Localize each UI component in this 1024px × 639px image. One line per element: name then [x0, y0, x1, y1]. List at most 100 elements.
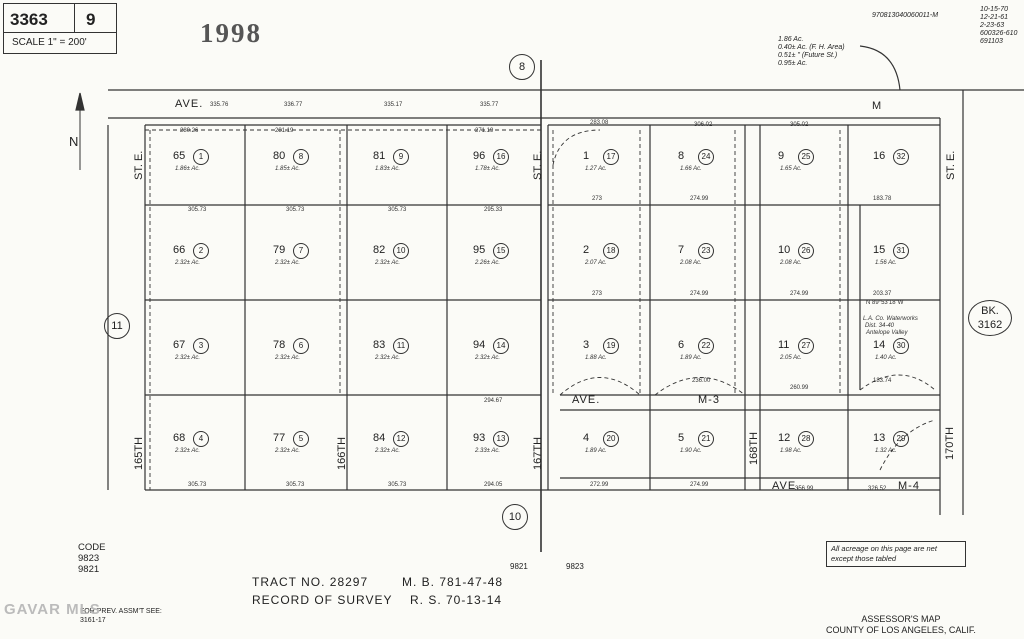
dimension-label: 274.99	[690, 482, 709, 488]
parcel-circle-number: 28	[798, 431, 814, 447]
parcel-number: 95	[473, 244, 486, 256]
street-label-st-e-right: ST. E.	[945, 150, 957, 180]
street-label-ave-m3: AVE.	[572, 394, 601, 406]
parcel-circle-number: 13	[493, 431, 509, 447]
parcel-number: 77	[273, 432, 286, 444]
dimension-label: 305.73	[188, 482, 207, 488]
parcel-number: 8	[678, 150, 685, 162]
parcel-circle-number: 31	[893, 243, 909, 259]
parcel-circle-number: 29	[893, 431, 909, 447]
parcel-number: 80	[273, 150, 286, 162]
parcel-number: 9	[778, 150, 785, 162]
street-label-st-e-left: ST. E.	[133, 150, 145, 180]
dimension-label: 305.73	[286, 207, 305, 213]
dimension-label: 335.76	[210, 102, 229, 108]
street-label-st-e-mid: ST. E.	[532, 150, 544, 180]
parcel-number: 13	[873, 432, 886, 444]
dimension-label: 336.77	[284, 102, 303, 108]
code-9821-label: 9821	[510, 562, 528, 571]
area-notes: 1.86 Ac. 0.40± Ac. (F. H. Area) 0.51± " …	[778, 36, 845, 67]
parcel-circle-number: 22	[698, 338, 714, 354]
parcel-acreage: 1.88 Ac.	[585, 355, 607, 361]
dimension-label: 326.52	[868, 486, 887, 492]
parcel-circle-number: 1	[193, 149, 209, 165]
parcel-circle-number: 11	[393, 338, 409, 354]
revision-stamp: 970813040060011-M	[872, 12, 939, 19]
dimension-label: 356.99	[795, 486, 814, 492]
parcel-number: 65	[173, 150, 186, 162]
dimension-label: 305.73	[188, 207, 207, 213]
dimension-label: 281.19	[275, 128, 294, 134]
parcel-circle-number: 6	[293, 338, 309, 354]
dimension-label: 294.05	[484, 482, 503, 488]
parcel-number: 94	[473, 339, 486, 351]
street-label-m3: M-3	[698, 394, 720, 406]
parcel-number: 15	[873, 244, 886, 256]
record-of-survey: RECORD OF SURVEY	[252, 593, 393, 607]
dimension-label: 260.99	[790, 385, 809, 391]
header-divider	[74, 4, 76, 32]
parcel-circle-number: 26	[798, 243, 814, 259]
parcel-number: 79	[273, 244, 286, 256]
dimension-label: 274.99	[690, 196, 709, 202]
street-label-170th: 170TH	[944, 426, 956, 460]
parcel-circle-number: 21	[698, 431, 714, 447]
map-ref-circle: 11	[104, 313, 130, 339]
parcel-acreage: 2.32± Ac.	[275, 355, 301, 361]
dimension-label: 274.99	[790, 291, 809, 297]
parcel-circle-number: 5	[293, 431, 309, 447]
parcel-circle-number: 20	[603, 431, 619, 447]
tract-number: TRACT NO. 28297	[252, 575, 369, 589]
dimension-label: 305.73	[388, 207, 407, 213]
dimension-label: 294.67	[484, 398, 503, 404]
parcel-acreage: 2.07 Ac.	[585, 260, 607, 266]
street-label-168th: 168TH	[748, 431, 760, 465]
parcel-acreage: 1.85± Ac.	[275, 166, 301, 172]
valley-label: Antelope Valley	[866, 330, 908, 336]
parcel-number: 4	[583, 432, 590, 444]
parcel-acreage: 1.86± Ac.	[175, 166, 201, 172]
parcel-acreage: 1.83± Ac.	[375, 166, 401, 172]
dimension-label: 305.73	[388, 482, 407, 488]
parcel-acreage: 2.32± Ac.	[275, 448, 301, 454]
parcel-number: 84	[373, 432, 386, 444]
assessor-footer: ASSESSOR'S MAP COUNTY OF LOS ANGELES, CA…	[826, 614, 976, 635]
acreage-note: All acreage on this page are net except …	[826, 541, 966, 567]
parcel-circle-number: 15	[493, 243, 509, 259]
waterworks-label: L.A. Co. Waterworks	[863, 316, 918, 322]
parcel-acreage: 1.66 Ac.	[680, 166, 702, 172]
parcel-number: 7	[678, 244, 685, 256]
parcel-number: 96	[473, 150, 486, 162]
header-divider	[4, 32, 116, 34]
parcel-number: 5	[678, 432, 685, 444]
dimension-label: 236.00	[692, 378, 711, 384]
parcel-number: 1	[583, 150, 590, 162]
street-label-ave-m: M	[872, 100, 883, 112]
map-ref-circle: 8	[509, 54, 535, 80]
parcel-acreage: 2.32± Ac.	[175, 355, 201, 361]
dimension-label: 335.17	[384, 102, 403, 108]
parcel-acreage: 1.56 Ac.	[875, 260, 897, 266]
parcel-acreage: 1.65 Ac.	[780, 166, 802, 172]
parcel-acreage: 1.90 Ac.	[680, 448, 702, 454]
parcel-acreage: 2.32± Ac.	[375, 355, 401, 361]
dimension-label: 306.02	[694, 122, 713, 128]
mls-watermark: GAVAR MLS	[4, 601, 101, 618]
parcel-circle-number: 3	[193, 338, 209, 354]
parcel-acreage: 2.32± Ac.	[175, 260, 201, 266]
dimension-label: 273	[592, 291, 603, 297]
scale-label: SCALE 1" = 200'	[12, 37, 87, 48]
prev-assessment-ref: FOR PREV. ASSM'T SEE: 3161-17	[80, 608, 162, 624]
parcel-acreage: 1.78± Ac.	[475, 166, 501, 172]
parcel-acreage: 2.32± Ac.	[475, 355, 501, 361]
parcel-acreage: 2.32± Ac.	[275, 260, 301, 266]
survey-ref: R. S. 70-13-14	[410, 593, 503, 607]
parcel-circle-number: 4	[193, 431, 209, 447]
map-book-ref: M. B. 781-47-48	[402, 575, 504, 589]
parcel-number: 12	[778, 432, 791, 444]
district-label: Dist. 34-40	[865, 323, 895, 329]
parcel-acreage: 2.32± Ac.	[175, 448, 201, 454]
book-ref-circle: BK. 3162	[968, 300, 1012, 336]
parcel-acreage: 2.33± Ac.	[475, 448, 501, 454]
